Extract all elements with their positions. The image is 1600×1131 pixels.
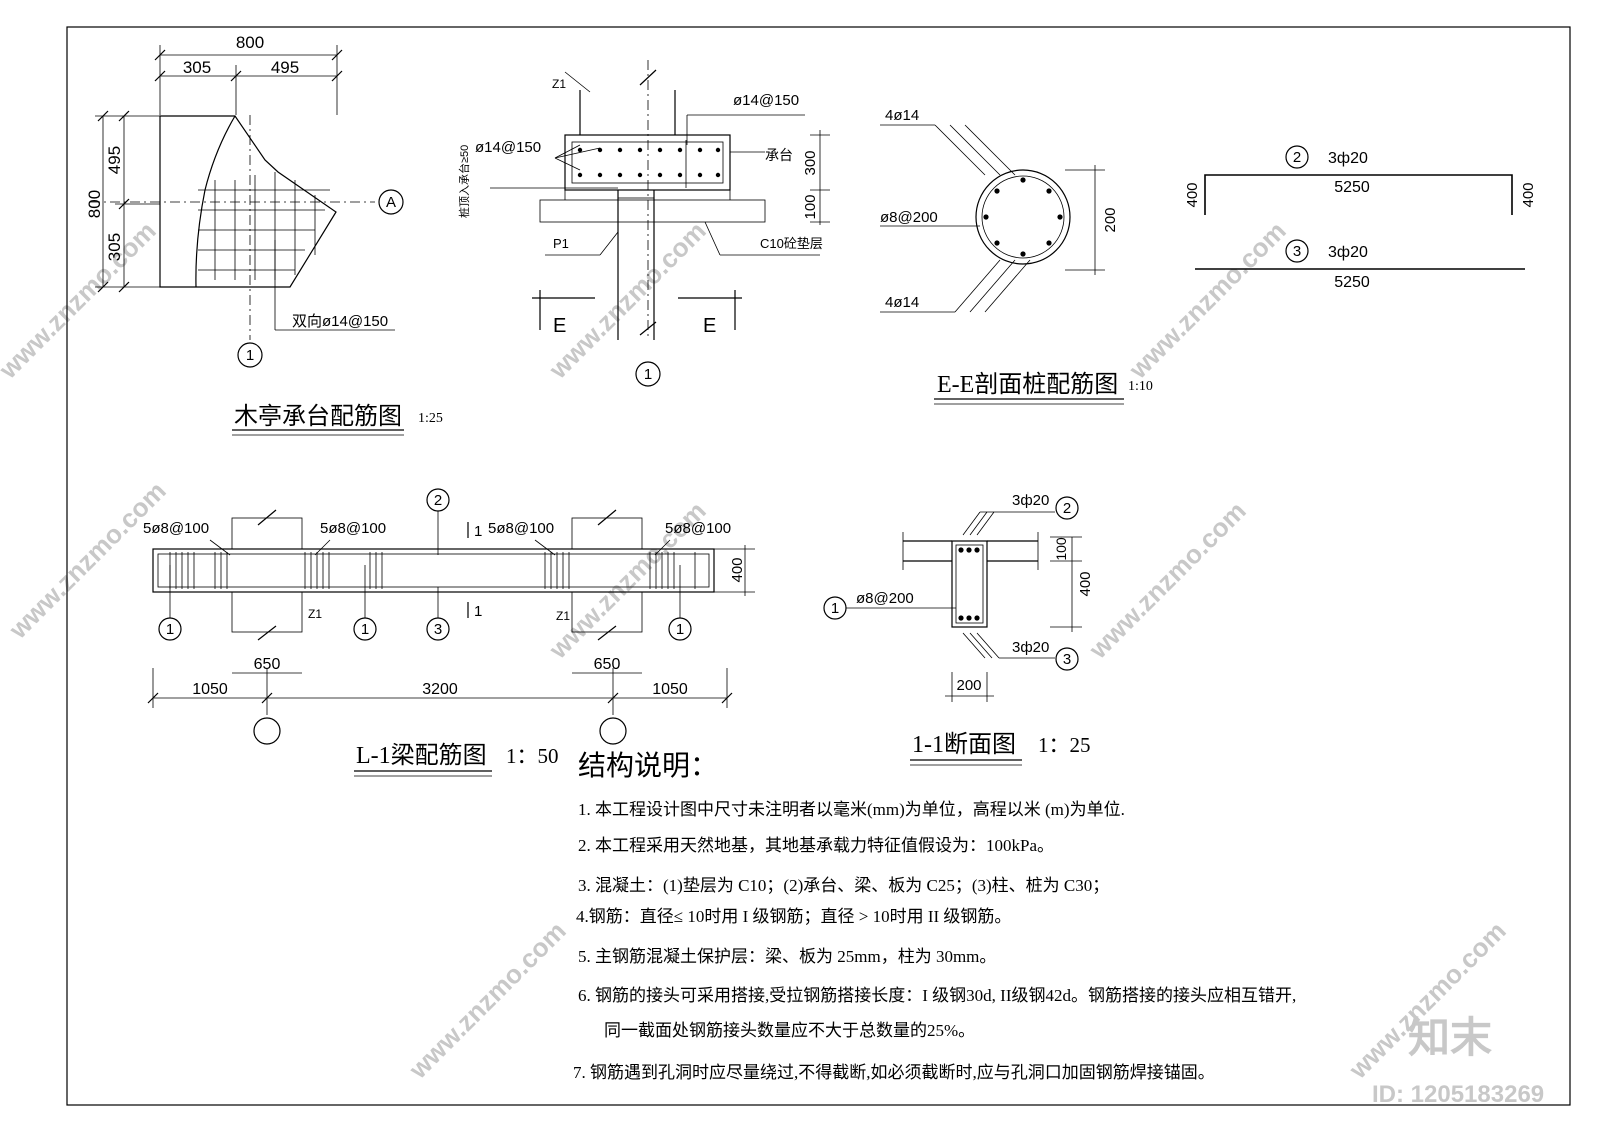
bar-hook-right: 400 bbox=[1520, 182, 1537, 207]
pile-rebar-bottom: 4ø14 bbox=[885, 294, 919, 311]
dim-v-305: 305 bbox=[105, 233, 124, 261]
dim-305: 305 bbox=[183, 58, 211, 77]
beam-sec-mark-top: 1 bbox=[474, 523, 482, 540]
cap-dim-300: 300 bbox=[802, 150, 819, 175]
beam-dim-400: 400 bbox=[729, 557, 746, 582]
beam-stirrup-1: 5ø8@100 bbox=[143, 520, 209, 537]
beam-section-title: 1-1断面图 bbox=[912, 731, 1016, 758]
cushion-layer bbox=[539, 199, 766, 223]
cap-rebar-side: ø14@150 bbox=[475, 139, 541, 156]
pile-section-scale: 1:10 bbox=[1128, 379, 1153, 394]
beam-stirrup-3: 5ø8@100 bbox=[488, 520, 554, 537]
beam-dim-1050-left: 1050 bbox=[192, 681, 228, 698]
beam-bubble-1b: 1 bbox=[361, 621, 369, 638]
note-item: 同一截面处钢筋接头数量应不大于总数量的25%。 bbox=[604, 1021, 975, 1040]
beam-col-right: Z1 bbox=[556, 609, 570, 623]
beam-dim-1050-right: 1050 bbox=[652, 681, 688, 698]
beam-sec-dim-100: 100 bbox=[1053, 537, 1069, 561]
section-mark-e-left: E bbox=[553, 315, 566, 337]
section-mark-e-right: E bbox=[703, 315, 716, 337]
note-item: 3. 混凝土：(1)垫层为 C10；(2)承台、梁、板为 C25；(3)柱、桩为… bbox=[578, 876, 1109, 895]
watermark-text: www.znzmo.com bbox=[0, 216, 162, 385]
note-item: 2. 本工程采用天然地基，其地基承载力特征值假设为：100kPa。 bbox=[578, 836, 1054, 855]
beam-sec-stirrup-mark: 1 bbox=[831, 600, 839, 617]
pile-section-drawing: 4ø14 4ø14 ø8@200 200 E-E剖面桩配筋图 1:10 bbox=[880, 107, 1153, 405]
beam-sec-dim-400: 400 bbox=[1077, 571, 1094, 596]
watermark-text: www.znzmo.com bbox=[2, 476, 171, 645]
beam-scale: 1：50 bbox=[506, 744, 559, 768]
notes-heading: 结构说明： bbox=[578, 750, 718, 782]
axis-a-label: A bbox=[386, 194, 396, 211]
structure-notes: 结构说明： 1. 本工程设计图中尺寸未注明者以毫米(mm)为单位，高程以米 (m… bbox=[573, 750, 1296, 1082]
bar-hook-left: 400 bbox=[1184, 182, 1201, 207]
watermark-id: ID: 1205183269 bbox=[1372, 1081, 1544, 1108]
beam-bubble-1c: 1 bbox=[676, 621, 684, 638]
dim-495: 495 bbox=[271, 58, 299, 77]
watermark-logo: 知末 bbox=[1408, 1014, 1492, 1061]
beam-dim-650-left: 650 bbox=[254, 656, 281, 673]
cap-label: 承台 bbox=[765, 147, 793, 163]
cap-section-axis-1: 1 bbox=[644, 366, 652, 383]
bar-schedule: 2 3ф20 5250 400 400 3 3ф20 5250 bbox=[1184, 145, 1537, 291]
cap-body bbox=[564, 134, 731, 191]
bar-mark-2: 2 bbox=[1293, 149, 1301, 166]
pile-label: P1 bbox=[553, 236, 569, 251]
beam-drawing: 5ø8@100 5ø8@100 5ø8@100 5ø8@100 2 1 1 40… bbox=[143, 488, 755, 777]
drawing-border bbox=[66, 26, 1571, 1106]
beam-sec-bottom-mark: 3 bbox=[1063, 651, 1071, 668]
beam-dim-3200: 3200 bbox=[422, 681, 458, 698]
beam-section-drawing: 3ф20 2 3ф20 3 1 ø8@200 100 400 200 1-1断面… bbox=[823, 492, 1094, 766]
beam-sec-stirrup: ø8@200 bbox=[856, 590, 914, 607]
watermark-layer: www.znzmo.com www.znzmo.com www.znzmo.co… bbox=[0, 216, 1544, 1108]
beam-mark-2: 2 bbox=[434, 492, 442, 509]
beam-col-left: Z1 bbox=[308, 607, 322, 621]
pile-stirrup: ø8@200 bbox=[880, 209, 938, 226]
cap-plan-title: 木亭承台配筋图 bbox=[234, 403, 402, 430]
beam-sec-bottom-bar: 3ф20 bbox=[1012, 639, 1049, 656]
beam-sec-top-mark: 2 bbox=[1063, 500, 1071, 517]
beam-dim-650-right: 650 bbox=[594, 656, 621, 673]
pile-embed-label: 桩顶入承台≥50 bbox=[457, 145, 471, 218]
beam-stirrup-4: 5ø8@100 bbox=[665, 520, 731, 537]
cap-rebar-top: ø14@150 bbox=[733, 92, 799, 109]
cap-section-drawing: Z1 ø14@150 ø14@150 承台 桩顶入承台 bbox=[457, 60, 830, 387]
note-item: 6. 钢筋的接头可采用搭接,受拉钢筋搭接长度：I 级钢30d, II级钢42d。… bbox=[578, 986, 1296, 1005]
beam-bubble-1a: 1 bbox=[166, 621, 174, 638]
cap-dim-100: 100 bbox=[802, 194, 819, 219]
beam-sec-dim-200: 200 bbox=[956, 677, 981, 694]
dim-v-800: 800 bbox=[85, 190, 104, 218]
col-z1-label: Z1 bbox=[552, 77, 566, 91]
note-item: 4.钢筋：直径≤ 10时用 I 级钢筋；直径 > 10时用 II 级钢筋。 bbox=[576, 907, 1011, 926]
cap-rebar-label: 双向ø14@150 bbox=[292, 313, 388, 330]
cushion-label: C10砼垫层 bbox=[760, 236, 823, 251]
beam-sec-top-bar: 3ф20 bbox=[1012, 492, 1049, 509]
watermark-text: www.znzmo.com bbox=[1082, 496, 1251, 665]
axis-bubble-a bbox=[378, 189, 404, 215]
beam-sec-mark-bottom: 1 bbox=[474, 603, 482, 620]
bar-mark-3: 3 bbox=[1293, 243, 1301, 260]
cap-plan-scale: 1:25 bbox=[418, 411, 443, 426]
bar-spec-3: 3ф20 bbox=[1328, 244, 1368, 261]
note-item: 5. 主钢筋混凝土保护层：梁、板为 25mm，柱为 30mm。 bbox=[578, 947, 996, 966]
bar-length-3: 5250 bbox=[1334, 274, 1370, 291]
cap-plan-drawing: 800 305 495 800 495 305 A bbox=[85, 33, 443, 436]
watermark-text: www.znzmo.com bbox=[1122, 216, 1291, 385]
pile-dim-200: 200 bbox=[1102, 207, 1119, 232]
axis-1-label: 1 bbox=[246, 347, 254, 364]
bar-spec-2: 3ф20 bbox=[1328, 150, 1368, 167]
beam-bubble-3: 3 bbox=[434, 621, 442, 638]
note-item: 1. 本工程设计图中尺寸未注明者以毫米(mm)为单位，高程以米 (m)为单位. bbox=[578, 800, 1125, 819]
axis-bubble-1 bbox=[237, 342, 263, 368]
note-item: 7. 钢筋遇到孔洞时应尽量绕过,不得截断,如必须截断时,应与孔洞口加固钢筋焊接锚… bbox=[573, 1063, 1215, 1082]
beam-section-scale: 1：25 bbox=[1038, 733, 1091, 757]
beam-title: L-1梁配筋图 bbox=[356, 742, 487, 769]
watermark-text: www.znzmo.com bbox=[402, 916, 571, 1085]
pile-section-title: E-E剖面桩配筋图 bbox=[937, 371, 1118, 398]
dim-800: 800 bbox=[236, 33, 264, 52]
pile-rebar-top: 4ø14 bbox=[885, 107, 919, 124]
bar-length-2: 5250 bbox=[1334, 179, 1370, 196]
beam-stirrup-2: 5ø8@100 bbox=[320, 520, 386, 537]
dim-v-495: 495 bbox=[105, 146, 124, 174]
